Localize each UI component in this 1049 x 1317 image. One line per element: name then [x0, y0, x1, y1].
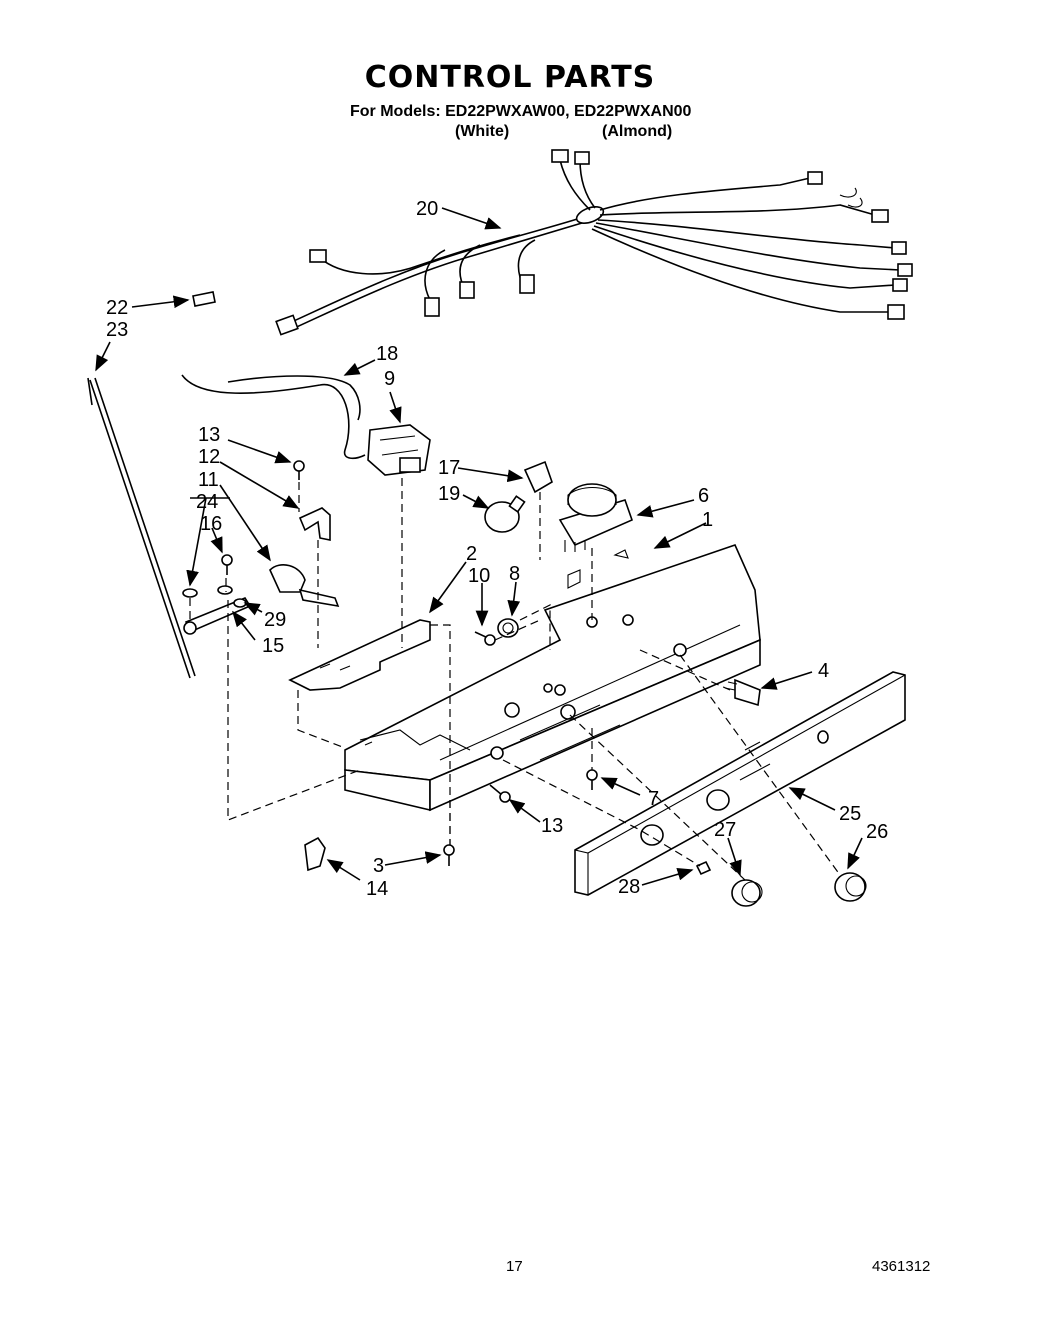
callout-14: 14	[366, 878, 388, 900]
mounting-plate	[288, 619, 431, 691]
callout-19: 19	[438, 483, 460, 505]
callout-18: 18	[376, 343, 398, 365]
control-panel	[574, 671, 906, 896]
damper-control	[269, 564, 340, 608]
callout-6: 6	[698, 485, 709, 507]
color-almond-label: (Almond)	[602, 123, 673, 140]
light-bulb	[484, 495, 526, 533]
callout-24: 24	[196, 491, 218, 513]
callout-labels: 20 22 23 18 9 13 12 11 24 16 17 19 6 1 2…	[106, 198, 888, 900]
screw-mid	[474, 631, 496, 646]
document-number: 4361312	[872, 1258, 931, 1275]
screw-small	[221, 554, 233, 575]
callout-17: 17	[438, 457, 460, 479]
defrost-timer	[558, 483, 633, 552]
callout-20: 20	[416, 198, 438, 220]
callout-15: 15	[262, 635, 284, 657]
callout-1: 1	[702, 509, 713, 531]
callout-11: 11	[198, 469, 219, 491]
callout-26: 26	[866, 821, 888, 843]
callout-28: 28	[618, 876, 640, 898]
models-line: For Models: ED22PWXAW00, ED22PWXAN00	[350, 103, 692, 120]
wire-harness	[275, 149, 913, 336]
bracket-part	[298, 507, 331, 541]
callout-22: 22	[106, 297, 128, 319]
leader-lines	[95, 207, 863, 886]
screw-upper	[293, 460, 305, 480]
rod-part	[87, 377, 196, 679]
clip-part	[192, 291, 216, 307]
screw-3	[443, 844, 455, 866]
callout-7: 7	[648, 788, 659, 810]
callout-4: 4	[818, 660, 829, 682]
page-title: CONTROL PARTS	[364, 60, 656, 95]
screw-lower	[489, 784, 511, 803]
callout-13-lower: 13	[541, 815, 563, 837]
callout-16: 16	[200, 513, 222, 535]
callout-9: 9	[384, 368, 395, 390]
page-number: 17	[506, 1258, 523, 1275]
knob-26	[834, 872, 867, 902]
lamp-socket	[523, 460, 553, 494]
callout-12: 12	[198, 446, 220, 468]
color-white-label: (White)	[455, 123, 510, 140]
assembly-lines	[189, 478, 841, 881]
callout-2: 2	[466, 543, 477, 565]
callout-23: 23	[106, 319, 128, 341]
switch-part	[724, 678, 761, 707]
small-bracket	[695, 860, 712, 876]
control-housing	[344, 544, 761, 812]
screw-7	[586, 769, 598, 790]
callout-27: 27	[714, 819, 736, 841]
capillary-tube	[181, 374, 366, 460]
temperature-control	[367, 424, 431, 476]
callout-13-upper: 13	[198, 424, 220, 446]
knob-27	[731, 879, 763, 907]
callout-25: 25	[839, 803, 861, 825]
callout-8: 8	[509, 563, 520, 585]
damper-lever	[182, 585, 252, 635]
clip-14	[304, 836, 326, 872]
callout-29: 29	[264, 609, 286, 631]
callout-10: 10	[468, 565, 490, 587]
callout-3: 3	[373, 855, 384, 877]
